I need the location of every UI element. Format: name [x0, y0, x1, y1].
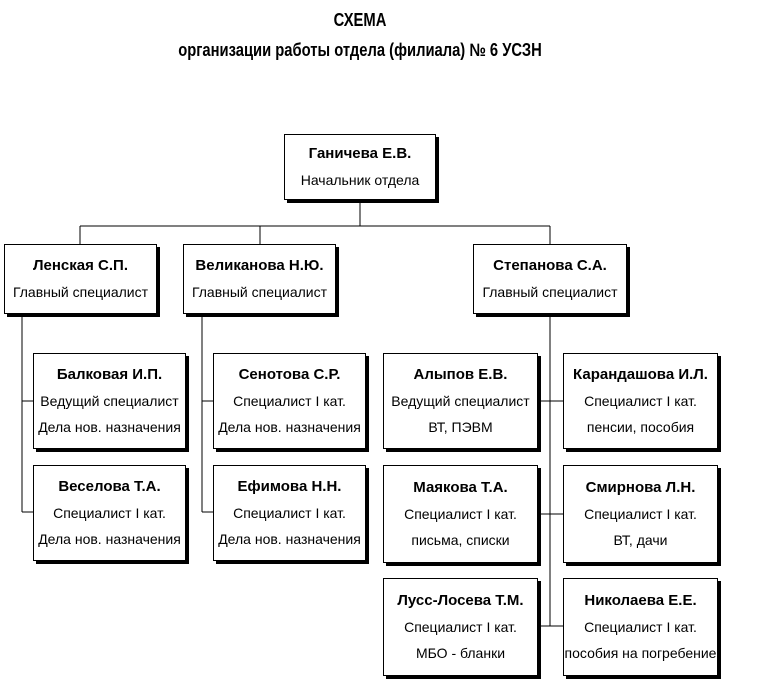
chief-role: Главный специалист — [191, 284, 328, 300]
staff-duty: Дела нов. назначения — [38, 531, 181, 547]
staff-duty: письма, списки — [411, 532, 510, 548]
staff-box: Алыпов Е.В. Ведущий специалист ВТ, ПЭВМ — [383, 353, 538, 449]
staff-duty: Дела нов. назначения — [38, 419, 181, 435]
staff-duty: Дела нов. назначения — [218, 531, 361, 547]
diagram-subtitle: организации работы отдела (филиала) № 6 … — [178, 40, 542, 60]
diagram-title: СХЕМА — [333, 10, 387, 30]
staff-duty: ВТ, ПЭВМ — [428, 419, 493, 435]
staff-name: Смирнова Л.Н. — [585, 479, 696, 496]
staff-role: Специалист I кат. — [233, 505, 346, 521]
staff-name: Алыпов Е.В. — [413, 366, 508, 383]
staff-name: Веселова Т.А. — [58, 478, 161, 495]
chief-name: Степанова С.А. — [493, 257, 607, 274]
staff-role: Специалист I кат. — [404, 619, 517, 635]
staff-name: Сенотова С.Р. — [238, 366, 341, 383]
head-name: Ганичева Е.В. — [308, 145, 412, 162]
head-role: Начальник отдела — [300, 172, 420, 188]
chief-role: Главный специалист — [12, 284, 149, 300]
staff-name: Балковая И.П. — [56, 366, 163, 383]
staff-role: Специалист I кат. — [404, 506, 517, 522]
staff-role: Специалист I кат. — [584, 393, 697, 409]
staff-role: Специалист I кат. — [233, 393, 346, 409]
chief-box-2: Великанова Н.Ю. Главный специалист — [183, 244, 336, 314]
staff-duty: пособия на погребение — [564, 645, 717, 661]
staff-name: Карандашова И.Л. — [573, 366, 708, 383]
chief-name: Великанова Н.Ю. — [195, 257, 324, 274]
chief-name: Ленская С.П. — [33, 257, 128, 274]
staff-box: Ефимова Н.Н. Специалист I кат. Дела нов.… — [213, 465, 366, 561]
staff-box: Балковая И.П. Ведущий специалист Дела но… — [33, 353, 186, 449]
staff-duty: МБО - бланки — [415, 645, 506, 661]
staff-name: Ефимова Н.Н. — [237, 478, 342, 495]
chief-box-1: Ленская С.П. Главный специалист — [4, 244, 157, 314]
staff-box: Смирнова Л.Н. Специалист I кат. ВТ, дачи — [563, 465, 718, 563]
staff-role: Специалист I кат. — [584, 506, 697, 522]
staff-box: Лусс-Лосева Т.М. Специалист I кат. МБО -… — [383, 578, 538, 676]
head-box: Ганичева Е.В. Начальник отдела — [284, 134, 436, 200]
staff-box: Веселова Т.А. Специалист I кат. Дела нов… — [33, 465, 186, 561]
staff-name: Маякова Т.А. — [413, 479, 508, 496]
staff-role: Специалист I кат. — [584, 619, 697, 635]
staff-duty: ВТ, дачи — [613, 532, 668, 548]
staff-duty: Дела нов. назначения — [218, 419, 361, 435]
staff-role: Ведущий специалист — [391, 393, 530, 409]
staff-name: Николаева Е.Е. — [584, 592, 697, 609]
staff-box: Николаева Е.Е. Специалист I кат. пособия… — [563, 578, 718, 676]
chief-box-3: Степанова С.А. Главный специалист — [473, 244, 627, 314]
staff-role: Ведущий специалист — [40, 393, 179, 409]
staff-role: Специалист I кат. — [53, 505, 166, 521]
chief-role: Главный специалист — [482, 284, 618, 300]
staff-name: Лусс-Лосева Т.М. — [397, 592, 524, 609]
staff-duty: пенсии, пособия — [586, 419, 695, 435]
staff-box: Сенотова С.Р. Специалист I кат. Дела нов… — [213, 353, 366, 449]
staff-box: Карандашова И.Л. Специалист I кат. пенси… — [563, 353, 718, 449]
staff-box: Маякова Т.А. Специалист I кат. письма, с… — [383, 465, 538, 563]
